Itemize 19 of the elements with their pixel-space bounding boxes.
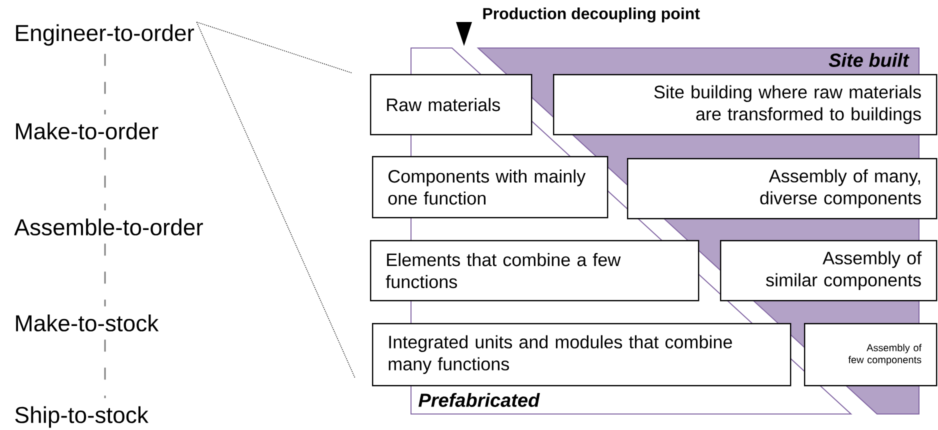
level-label: Engineer-to-order xyxy=(16,24,194,46)
text-box: Elements that combine a few functions xyxy=(370,240,700,302)
text-box: Integrated units and modules that combine many functions xyxy=(372,322,792,386)
level-label: Make-to-stock xyxy=(16,314,159,332)
text-box: Raw materials xyxy=(370,74,532,136)
dotted-line xyxy=(196,22,352,74)
text-box: Components with mainly one function xyxy=(372,156,608,218)
text-box: Assembly of similar components xyxy=(720,240,938,302)
dotted-line xyxy=(196,22,356,378)
marker-label: Production decoupling point xyxy=(483,8,700,22)
dashed-line xyxy=(104,148,106,210)
dashed-line xyxy=(104,54,106,114)
text-box: Assembly of few components xyxy=(804,322,938,386)
level-label: Assemble-to-order xyxy=(14,218,203,236)
text-box: Assembly of many, diverse components xyxy=(627,158,938,220)
dashed-line xyxy=(104,244,106,306)
level-label: Make-to-order xyxy=(16,122,158,140)
level-label: Ship-to-stock xyxy=(15,406,148,428)
dashed-line xyxy=(104,340,106,398)
